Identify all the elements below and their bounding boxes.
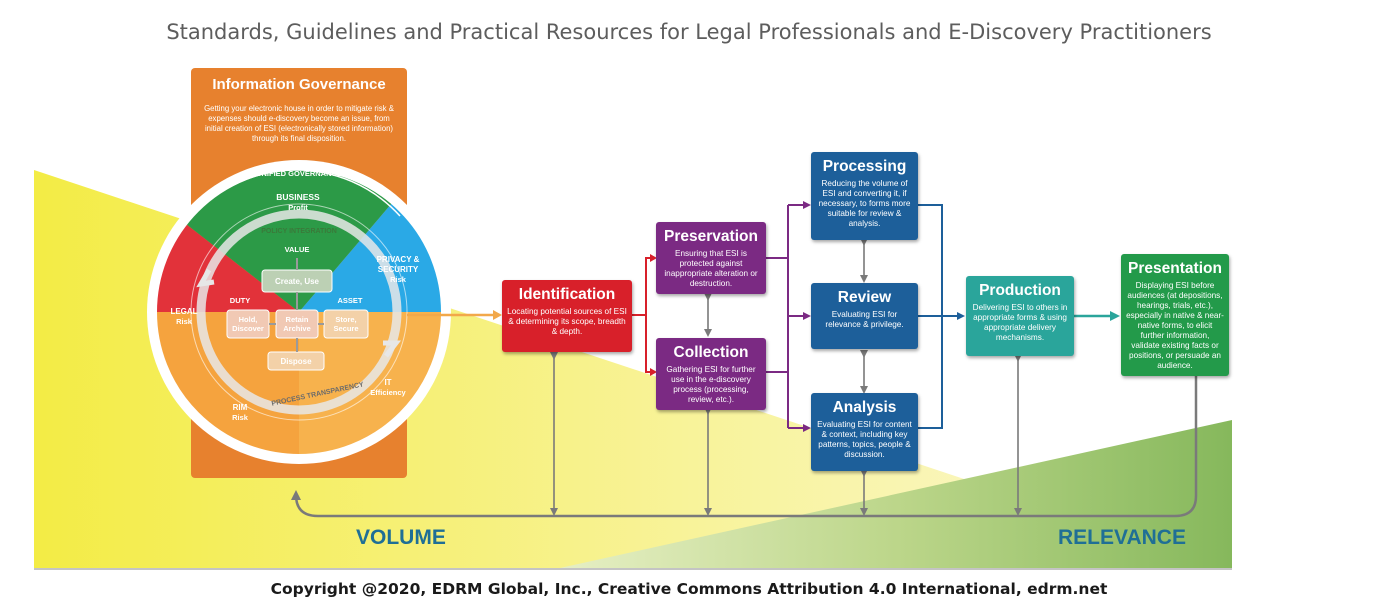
label-business: BUSINESS [276, 192, 320, 202]
label-value: VALUE [285, 245, 310, 254]
stage-production: Production Delivering ESI to others in a… [966, 276, 1074, 356]
presentation-desc: Displaying ESI before audiences (at depo… [1126, 281, 1224, 370]
label-rim: RIM [233, 403, 248, 412]
stage-review: Review Evaluating ESI for relevance & pr… [811, 283, 918, 349]
label-profit: Profit [288, 203, 308, 212]
stage-processing: Processing Reducing the volume of ESI an… [811, 152, 918, 240]
stage-collection: Collection Gathering ESI for further use… [656, 338, 766, 410]
preservation-desc: Ensuring that ESI is protected against i… [664, 249, 758, 288]
label-retain: Retain [286, 315, 309, 324]
label-security: SECURITY [378, 265, 419, 274]
label-efficiency: Efficiency [370, 388, 406, 397]
collection-desc: Gathering ESI for further use in the e-d… [666, 365, 756, 404]
collection-title: Collection [673, 344, 749, 361]
production-desc: Delivering ESI to others in appropriate … [972, 303, 1068, 342]
label-legal-risk: Risk [176, 317, 193, 326]
connectors [291, 201, 1198, 518]
page-title: Standards, Guidelines and Practical Reso… [166, 20, 1212, 44]
label-store: Store, [335, 315, 356, 324]
stage-analysis: Analysis Evaluating ESI for content & co… [811, 393, 918, 471]
review-title: Review [837, 289, 892, 306]
label-dispose: Dispose [280, 357, 312, 366]
identification-desc: Locating potential sources of ESI & dete… [507, 307, 627, 336]
label-create-use: Create, Use [275, 277, 320, 286]
analysis-title: Analysis [832, 399, 897, 416]
label-rim-risk: Risk [232, 413, 249, 422]
relevance-label: RELEVANCE [1058, 526, 1186, 549]
label-hold: Hold, [239, 315, 258, 324]
production-title: Production [979, 282, 1061, 299]
copyright-footer: Copyright @2020, EDRM Global, Inc., Crea… [270, 580, 1108, 598]
label-privacy: PRIVACY & [377, 255, 420, 264]
label-duty: DUTY [230, 296, 250, 305]
processing-title: Processing [822, 158, 907, 175]
label-policy-integration: POLICY INTEGRATION [261, 228, 337, 235]
relevance-wedge [560, 420, 1232, 568]
label-discover: Discover [232, 324, 264, 333]
label-legal: LEGAL [170, 307, 197, 316]
analysis-desc: Evaluating ESI for content & context, in… [817, 420, 912, 459]
label-it: IT [384, 378, 391, 387]
stage-preservation: Preservation Ensuring that ESI is protec… [656, 222, 766, 294]
stage-identification: Identification Locating potential source… [502, 280, 632, 352]
preservation-title: Preservation [664, 228, 758, 245]
label-privacy-risk: Risk [390, 275, 407, 284]
label-unified-governance: UNIFIED GOVERNANCE [256, 169, 342, 178]
presentation-title: Presentation [1128, 260, 1222, 277]
stage-presentation: Presentation Displaying ESI before audie… [1121, 254, 1229, 376]
volume-label: VOLUME [356, 526, 446, 549]
review-desc: Evaluating ESI for relevance & privilege… [825, 310, 904, 329]
processing-desc: Reducing the volume of ESI and convertin… [818, 179, 911, 228]
ig-title: Information Governance [212, 76, 386, 93]
label-secure: Secure [333, 324, 358, 333]
identification-title: Identification [518, 286, 616, 303]
ig-description: Getting your electronic house in order t… [204, 104, 394, 143]
ig-wheel [147, 160, 451, 464]
label-archive: Archive [283, 324, 311, 333]
label-asset: ASSET [337, 296, 362, 305]
